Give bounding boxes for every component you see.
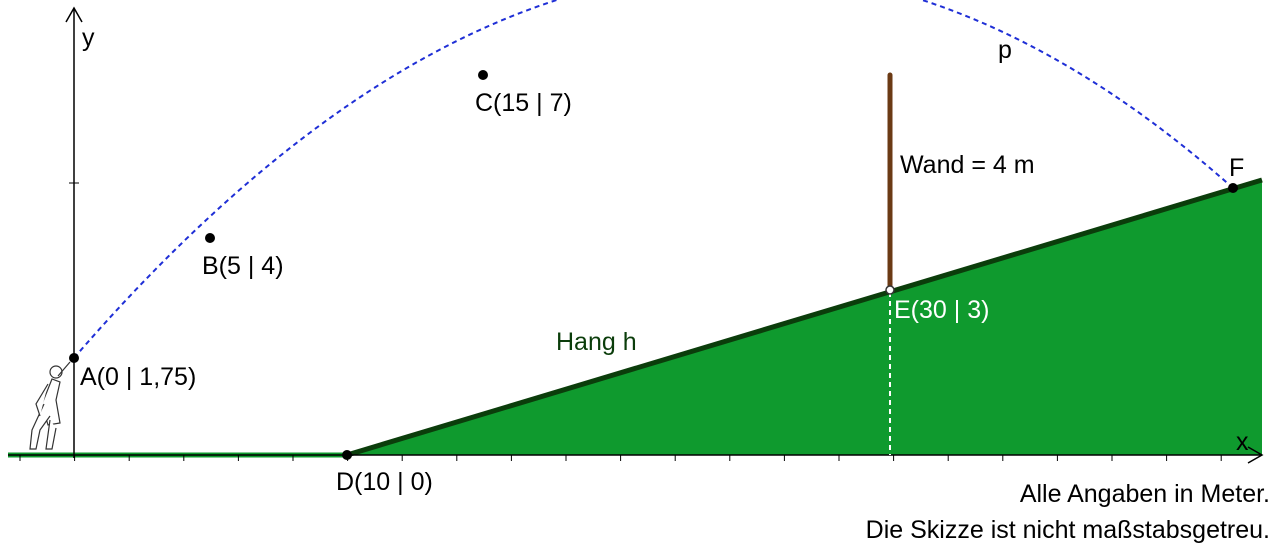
slope-label: Hang h (556, 328, 637, 356)
label-b: B(5 | 4) (202, 252, 284, 280)
x-ticks (19, 455, 1222, 461)
label-a: A(0 | 1,75) (80, 363, 196, 391)
label-f: F (1229, 154, 1244, 182)
point-d (342, 450, 352, 460)
curve-label: p (998, 36, 1012, 64)
x-axis-label: x (1236, 428, 1249, 456)
note-units: Alle Angaben in Meter. (1020, 480, 1270, 508)
note-scale: Die Skizze ist nicht maßstabsgetreu. (866, 516, 1270, 544)
slope-line (346, 177, 1263, 458)
point-a (69, 353, 79, 363)
wall-label: Wand = 4 m (900, 151, 1035, 179)
y-axis-label: y (82, 24, 95, 52)
label-c: C(15 | 7) (475, 89, 572, 117)
label-d: D(10 | 0) (336, 468, 433, 496)
point-e (885, 285, 895, 295)
x-axis-arrow (1247, 446, 1264, 464)
label-e: E(30 | 3) (894, 296, 989, 324)
point-f (1228, 183, 1238, 193)
thrower-figure (29, 361, 71, 450)
y-axis-arrow (65, 6, 83, 23)
point-c (478, 70, 488, 80)
point-b (205, 233, 215, 243)
